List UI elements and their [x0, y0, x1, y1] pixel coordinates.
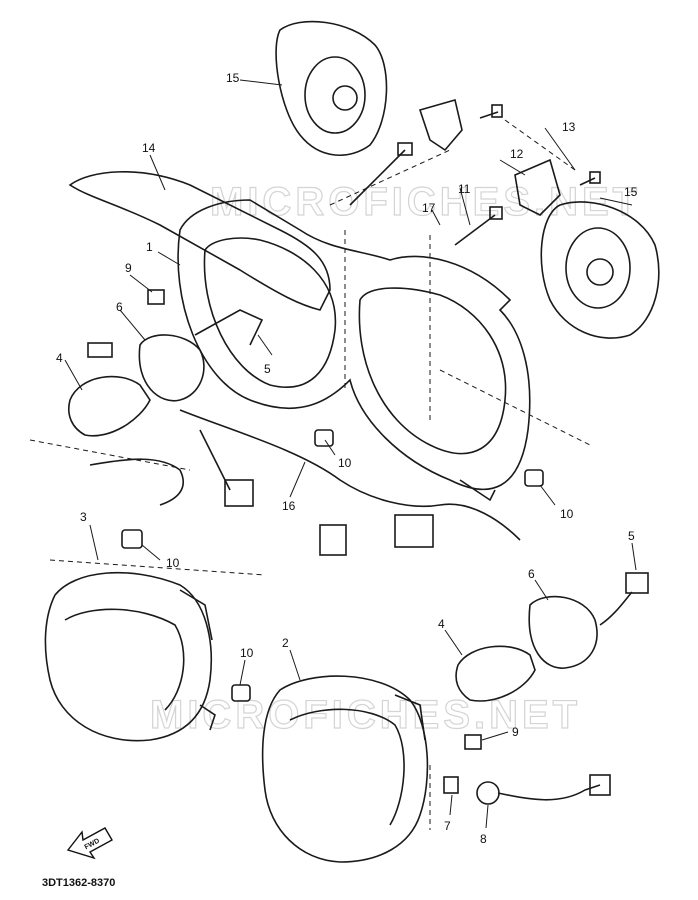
callout-9-lower: 9 [512, 725, 519, 739]
callout-6-right: 6 [528, 567, 535, 581]
callout-10-left: 10 [166, 556, 180, 570]
callout-9-top: 9 [125, 261, 132, 275]
callout-12: 12 [510, 147, 524, 161]
grommet-10-b [314, 429, 334, 447]
connector-4-left [87, 342, 113, 358]
grommet-10-d [231, 684, 251, 702]
wire-harness [179, 409, 521, 541]
callout-8: 8 [480, 832, 487, 846]
watermark-bottom: MICROFICHES.NET [150, 693, 581, 737]
callout-15-right: 15 [624, 185, 638, 199]
callout-11: 11 [458, 182, 471, 196]
headlight-unit-left [44, 571, 216, 742]
callout-2: 2 [282, 636, 289, 650]
reflector-ring-right [540, 201, 660, 339]
bulb-socket-left [138, 334, 205, 402]
pilot-socket-8 [476, 781, 500, 805]
adjuster-bracket-right [514, 158, 561, 216]
bulb-left [68, 375, 151, 437]
callout-10-right: 10 [560, 507, 574, 521]
forward-arrow-icon: FWD [66, 827, 113, 860]
clip-9-a [147, 289, 165, 305]
cover-panel [68, 171, 331, 311]
callout-4-left: 4 [56, 351, 63, 365]
grommet-10-c [524, 469, 544, 487]
watermark-top: MICROFICHES.NET [210, 180, 641, 224]
bulb-socket-right [528, 595, 598, 669]
callout-4-right: 4 [438, 617, 445, 631]
callout-5-left: 5 [264, 362, 271, 376]
callout-10-center: 10 [338, 456, 352, 470]
clip-9-b [464, 734, 482, 750]
pilot-bulb-7 [443, 776, 459, 794]
callout-17: 17 [422, 201, 436, 215]
adjuster-bracket-top [418, 98, 463, 152]
callout-1: 1 [146, 240, 153, 254]
headlight-unit-right [261, 675, 429, 863]
grommet-10-a [121, 529, 143, 549]
headlight-housing [177, 199, 531, 491]
reflector-ring-left [275, 20, 388, 156]
callout-14: 14 [142, 141, 156, 155]
drawing-code: 3DT1362-8370 [42, 877, 115, 889]
callout-7: 7 [444, 819, 451, 833]
callout-6-left: 6 [116, 300, 123, 314]
bulb-right [455, 645, 536, 702]
callout-16: 16 [282, 499, 296, 513]
callout-10-lower: 10 [240, 646, 254, 660]
callout-13: 13 [562, 120, 576, 134]
callout-3: 3 [80, 510, 87, 524]
callout-5-right: 5 [628, 529, 635, 543]
callout-15-top: 15 [226, 71, 240, 85]
